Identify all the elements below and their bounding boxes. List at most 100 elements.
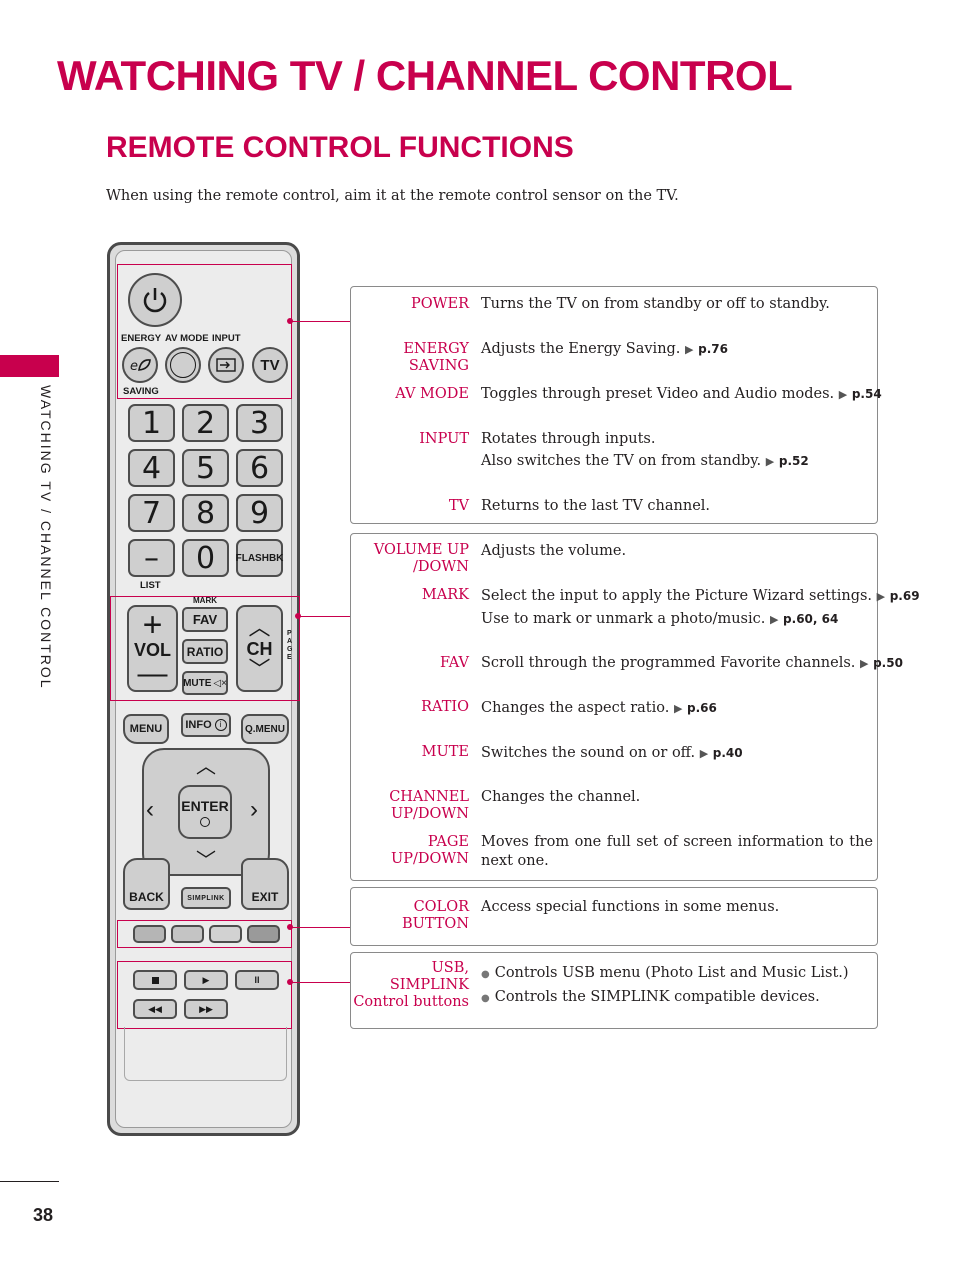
flashbk-label: FLASHBK xyxy=(235,552,284,564)
qmenu-button[interactable]: Q.MENU xyxy=(241,714,289,744)
color-button-2[interactable] xyxy=(171,925,204,943)
page-title: WATCHING TV / CHANNEL CONTROL xyxy=(57,52,793,99)
channel-up-icon: ︿ xyxy=(248,614,271,640)
page-desc: Moves from one full set of screen inform… xyxy=(481,833,873,871)
digit-0-button[interactable]: 0 xyxy=(182,539,229,577)
pause-button[interactable]: II xyxy=(235,970,279,990)
leader-line-3 xyxy=(290,927,350,928)
back-button[interactable]: BACK xyxy=(123,858,170,910)
mute-desc-text: Switches the sound on or off. xyxy=(481,745,696,761)
channel-func-label-2: UP/DOWN xyxy=(391,806,469,822)
ratio-ref: p.66 xyxy=(687,701,717,715)
mute-desc: Switches the sound on or off. ▶ p.40 xyxy=(481,742,873,765)
dash-button[interactable]: – xyxy=(128,539,175,577)
input-button[interactable] xyxy=(208,347,244,383)
digit-4-button[interactable]: 4 xyxy=(128,449,175,487)
color-button-desc: Access special functions in some menus. xyxy=(481,896,873,918)
highlight-power-group xyxy=(117,264,292,399)
tv-button[interactable]: TV xyxy=(252,347,288,383)
highlight-usb-group xyxy=(117,961,292,1029)
flashbk-button[interactable]: FLASHBK xyxy=(236,539,283,577)
volume-down-icon: — xyxy=(137,656,168,690)
channel-down-icon: ﹀ xyxy=(248,656,271,682)
section-title: REMOTE CONTROL FUNCTIONS xyxy=(106,131,574,164)
fav-button[interactable]: FAV xyxy=(182,607,228,632)
volume-rocker[interactable]: + VOL — xyxy=(127,605,178,692)
stop-icon xyxy=(151,976,159,984)
channel-func-label: CHANNEL UP/DOWN xyxy=(351,789,469,823)
arrow-down-icon[interactable]: ﹀ xyxy=(196,850,216,872)
volume-group-box: VOLUME UP /DOWN Adjusts the volume. MARK… xyxy=(350,533,920,881)
power-button[interactable] xyxy=(128,273,182,327)
channel-rocker[interactable]: ︿ CH ﹀ xyxy=(236,605,283,692)
arrow-ref-icon: ▶ xyxy=(685,343,694,356)
menu-button[interactable]: MENU xyxy=(123,714,169,744)
energy-saving-button[interactable]: e xyxy=(122,347,158,383)
enter-dot-icon xyxy=(200,816,210,827)
tv-desc: Returns to the last TV channel. xyxy=(481,495,873,517)
usb-func-label-3: Control buttons xyxy=(353,994,469,1010)
mark-label: MARK xyxy=(193,596,217,605)
fast-forward-button[interactable]: ▶▶ xyxy=(184,999,228,1019)
ratio-label: RATIO xyxy=(186,644,224,659)
mute-func-label: MUTE xyxy=(421,744,469,760)
tv-func-label: TV xyxy=(448,498,469,514)
digit-9-button[interactable]: 9 xyxy=(236,494,283,532)
leader-line-2 xyxy=(298,616,350,617)
digit-2-button[interactable]: 2 xyxy=(182,404,229,442)
energy-saving-label: ENERGY SAVING xyxy=(403,341,469,374)
simplink-button[interactable]: SIMPLINK xyxy=(181,887,231,909)
mute-icon: ◁× xyxy=(213,677,227,689)
power-desc-line: Turns the TV on from standby or off to s… xyxy=(481,296,830,312)
arrow-right-icon[interactable]: › xyxy=(250,796,258,823)
volume-label: VOL xyxy=(133,639,171,660)
color-button-1[interactable] xyxy=(133,925,166,943)
digit-8-button[interactable]: 8 xyxy=(182,494,229,532)
input-desc-line-1: Rotates through inputs. xyxy=(481,431,656,447)
power-group-box: POWER Turns the TV on from standby or of… xyxy=(350,286,882,524)
energy-label: ENERGY xyxy=(121,333,162,344)
arrow-up-icon[interactable]: ︿ xyxy=(196,756,216,778)
stop-button[interactable] xyxy=(133,970,177,990)
arrow-ref-icon: ▶ xyxy=(876,590,886,603)
av-mode-desc-text: Toggles through preset Video and Audio m… xyxy=(481,386,835,402)
page-number: 38 xyxy=(33,1205,54,1225)
mute-button[interactable]: MUTE ◁× xyxy=(182,671,228,695)
color-button-3[interactable] xyxy=(209,925,242,943)
arrow-left-icon[interactable]: ‹ xyxy=(146,796,154,823)
usb-desc: ● Controls USB menu (Photo List and Music… xyxy=(481,962,873,1010)
rewind-button[interactable]: ◀◀ xyxy=(133,999,177,1019)
page-func-label-1: PAGE xyxy=(427,834,469,850)
leader-line-4 xyxy=(290,982,350,983)
svg-text:e: e xyxy=(130,359,138,373)
bullet-icon: ● xyxy=(481,993,490,1004)
fast-forward-icon: ▶▶ xyxy=(199,1003,213,1014)
digit-6-button[interactable]: 6 xyxy=(236,449,283,487)
enter-button[interactable]: ENTER xyxy=(178,785,232,839)
color-button-4[interactable] xyxy=(247,925,280,943)
fav-label: FAV xyxy=(192,612,218,627)
arrow-ref-icon: ▶ xyxy=(673,702,683,715)
digit-3-button[interactable]: 3 xyxy=(236,404,283,442)
exit-button[interactable]: EXIT xyxy=(241,858,289,910)
fav-desc-text: Scroll through the programmed Favorite c… xyxy=(481,655,856,671)
leader-line-1 xyxy=(290,321,350,322)
info-icon: i xyxy=(214,719,227,731)
digit-7-button[interactable]: 7 xyxy=(128,494,175,532)
channel-desc-line: Changes the channel. xyxy=(481,789,641,805)
energy-saving-ref: p.76 xyxy=(698,342,728,356)
digit-5-button[interactable]: 5 xyxy=(182,449,229,487)
usb-simplink-box: USB, SIMPLINK Control buttons ●Controls … xyxy=(350,952,878,1029)
remote-lower-panel xyxy=(124,1027,287,1081)
play-button[interactable]: ▶ xyxy=(184,970,228,990)
av-mode-button[interactable] xyxy=(165,347,201,383)
volume-up-icon: + xyxy=(142,605,163,644)
ratio-button[interactable]: RATIO xyxy=(182,639,228,664)
arrow-ref-icon: ▶ xyxy=(860,657,869,670)
energy-saving-desc: Adjusts the Energy Saving. ▶ p.76 xyxy=(481,338,873,361)
usb-desc-item-2: Controls the SIMPLINK compatible devices… xyxy=(494,989,820,1005)
usb-desc-item-1: Controls USB menu (Photo List and Music … xyxy=(494,965,849,981)
digit-1-button[interactable]: 1 xyxy=(128,404,175,442)
page-desc-line: Moves from one full set of screen inform… xyxy=(481,834,873,869)
info-button[interactable]: INFO i xyxy=(181,713,231,737)
